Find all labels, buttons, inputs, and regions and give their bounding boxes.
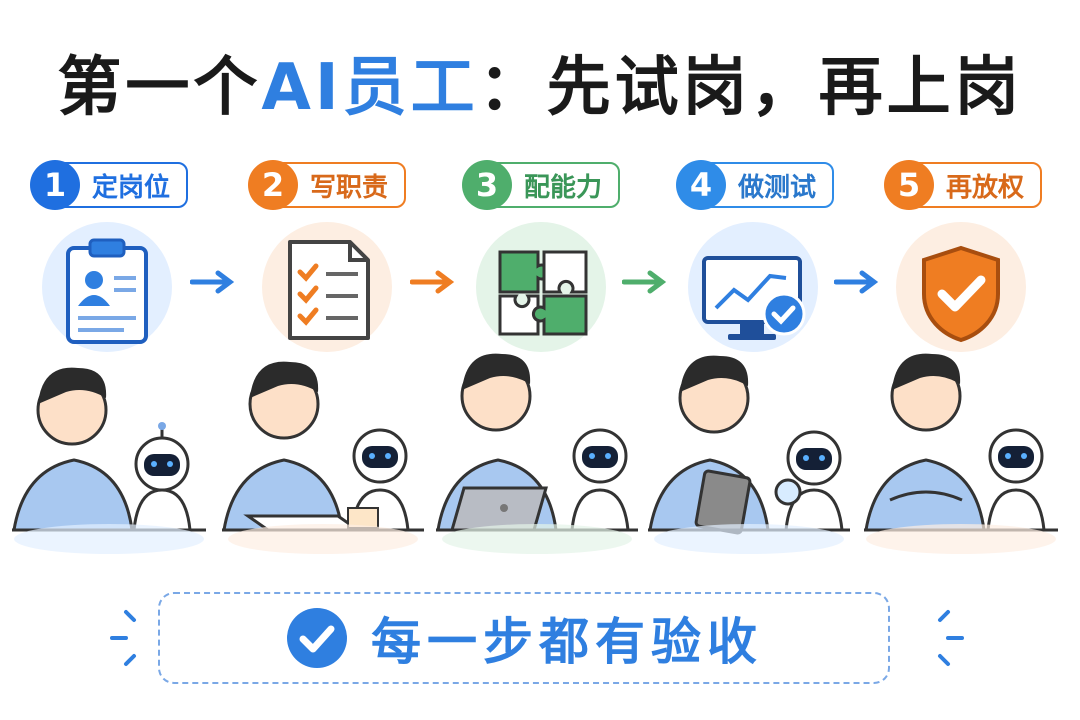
shield-check-icon [922, 245, 1000, 343]
scene-3 [432, 340, 642, 560]
title-prefix: 第一个 [57, 51, 262, 125]
arrow-right-icon [190, 270, 235, 294]
arrow-right-icon [622, 270, 667, 294]
scene-1 [4, 340, 214, 560]
step-number: 5 [884, 160, 934, 210]
banner-label: 每一步都有验收 [371, 613, 763, 671]
scene-4 [644, 340, 854, 560]
sparkle-left-icon [110, 610, 136, 666]
clipboard-profile-icon [66, 238, 148, 344]
check-circle-icon [287, 608, 347, 668]
step-label: 写职责 [310, 172, 389, 203]
puzzle-icon [498, 250, 588, 336]
step-2: 2 写职责 [248, 160, 407, 210]
sparkle-right-icon [938, 610, 964, 666]
step-4: 4 做测试 [676, 160, 835, 210]
step-3: 3 配能力 [462, 160, 621, 210]
step-number: 1 [30, 160, 80, 210]
step-label: 配能力 [524, 172, 603, 203]
scene-2 [218, 340, 428, 560]
step-label: 定岗位 [92, 172, 171, 203]
monitor-chart-icon [702, 256, 806, 340]
person-body [12, 458, 134, 532]
step-number: 3 [462, 160, 512, 210]
step-number: 4 [676, 160, 726, 210]
step-number: 2 [248, 160, 298, 210]
title-highlight: AI员工 [261, 51, 479, 125]
arrow-right-icon [410, 270, 455, 294]
robot-body [132, 488, 192, 532]
step-1: 1 定岗位 [30, 160, 189, 210]
step-label: 再放权 [946, 172, 1025, 203]
scene-5 [856, 340, 1066, 560]
step-5: 5 再放权 [884, 160, 1043, 210]
arrow-right-icon [834, 270, 879, 294]
checklist-icon [288, 240, 370, 340]
acceptance-banner: 每一步都有验收 [158, 592, 890, 684]
title-suffix: ：先试岗，再上岗 [478, 51, 1023, 125]
page-title: 第一个AI员工：先试岗，再上岗 [0, 36, 1080, 128]
step-label: 做测试 [738, 172, 817, 203]
